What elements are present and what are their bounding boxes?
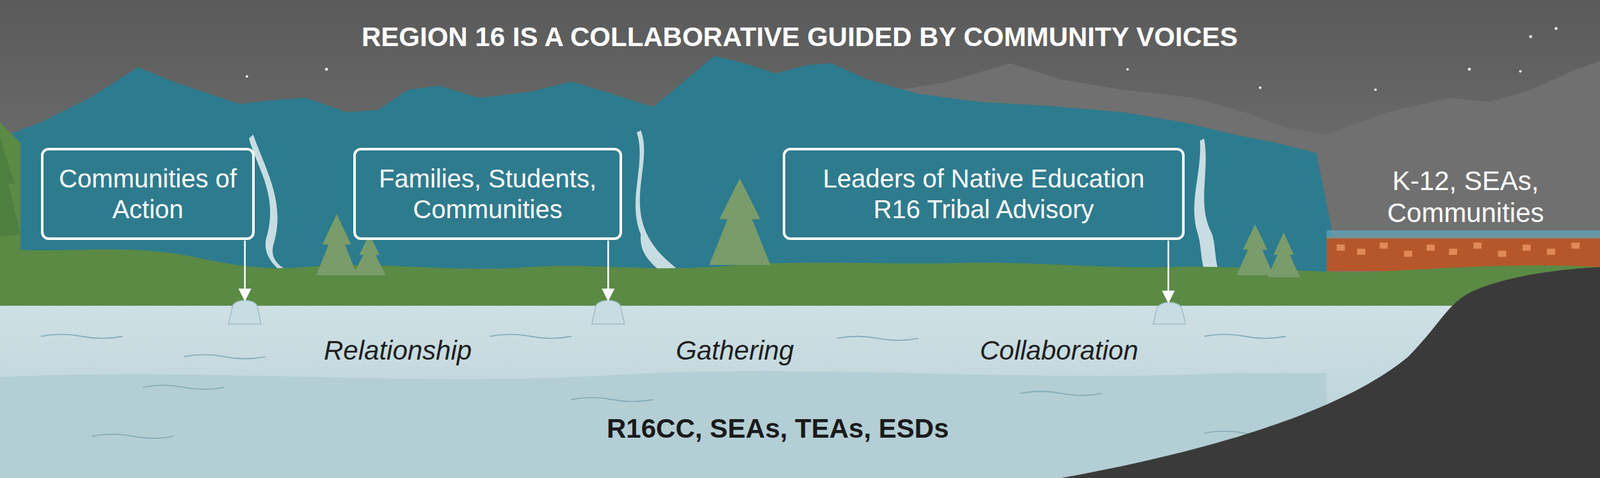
value-label: Collaboration <box>979 334 1139 367</box>
waterfalls <box>248 130 1221 276</box>
region-label: K-12, SEAs, Communities <box>1372 165 1559 230</box>
water-label: R16CC, SEAs, TEAs, ESDs <box>606 412 950 445</box>
text-box: Families, Students, Communities <box>353 147 623 240</box>
text-box: Communities of Action <box>40 147 255 240</box>
box-label: Leaders of Native Education R16 Tribal A… <box>799 163 1168 225</box>
spring-arrows <box>240 240 1174 303</box>
water-shade <box>0 371 1327 478</box>
value-label: Gathering <box>675 334 794 367</box>
box-label: Communities of Action <box>57 163 239 225</box>
teal-mountains <box>0 56 1332 276</box>
text-box: Leaders of Native Education R16 Tribal A… <box>782 147 1185 240</box>
green-land <box>0 122 1600 306</box>
town <box>1326 230 1600 272</box>
value-label: Relationship <box>323 334 472 367</box>
trees <box>0 137 1300 278</box>
dark-shore <box>1061 266 1600 478</box>
box-label: Families, Students, Communities <box>369 163 606 225</box>
springs <box>228 300 1186 324</box>
diagram-title: REGION 16 IS A COLLABORATIVE GUIDED BY C… <box>361 21 1238 53</box>
